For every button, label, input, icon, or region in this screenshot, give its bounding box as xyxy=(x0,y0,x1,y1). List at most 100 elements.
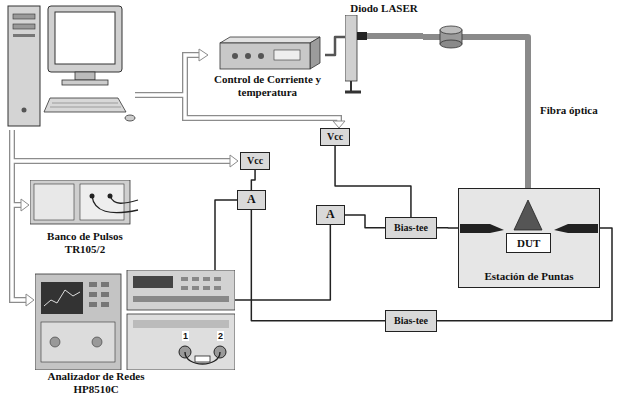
computer-illustration xyxy=(125,115,135,121)
amplifier-box-label: A xyxy=(326,208,335,222)
pulse-generator-illustration xyxy=(92,196,138,213)
cable-connector xyxy=(345,215,385,228)
network-analyzer-illustration xyxy=(50,337,60,347)
control-bus-arrow xyxy=(12,49,345,306)
bias-tee-box: Bias-tee xyxy=(385,310,437,332)
supply-box: Vcc xyxy=(240,152,270,170)
computer-illustration xyxy=(62,80,108,85)
fiber-spool xyxy=(440,40,462,48)
network-analyzer-illustration xyxy=(101,302,109,307)
cable-connector xyxy=(251,170,255,191)
network-analyzer-illustration xyxy=(44,290,80,306)
pulse-generator-illustration xyxy=(30,180,140,230)
current-temperature-controller-illustration xyxy=(210,35,325,73)
network-analyzer-illustration xyxy=(203,277,210,281)
supply-box-label: Vcc xyxy=(327,131,343,143)
amplifier-box-label: A xyxy=(247,193,256,207)
network-analyzer-illustration xyxy=(35,270,235,370)
pulse-generator-illustration xyxy=(110,196,138,203)
optical-fiber xyxy=(423,37,528,188)
computer-illustration xyxy=(44,98,126,112)
network-analyzer-illustration xyxy=(41,282,83,314)
computer-illustration xyxy=(55,12,115,64)
network-analyzer-illustration xyxy=(101,292,109,297)
controller-illustration xyxy=(258,53,264,59)
device-under-test-label: DUT xyxy=(517,237,540,249)
pulse-generator-illustration xyxy=(80,184,124,220)
cable-connector xyxy=(437,227,458,229)
fiber-spool xyxy=(440,26,462,48)
network-analyzer-illustration xyxy=(133,320,229,328)
cable-connector xyxy=(215,200,237,270)
network-analyzer-illustration xyxy=(127,314,235,370)
laser-mount-illustration xyxy=(367,33,423,39)
controller-illustration xyxy=(310,37,320,69)
computer-illustration xyxy=(48,6,122,72)
bias-tee-box: Bias-tee xyxy=(385,217,437,239)
controller-illustration xyxy=(210,35,325,73)
controller-illustration xyxy=(245,53,251,59)
network-analyzer-illustration xyxy=(89,282,97,287)
network-analyzer-illustration xyxy=(101,282,109,287)
probe-station-label: Estación de Puntas xyxy=(459,270,599,282)
network-analyzer-illustration xyxy=(127,270,235,310)
supply-box: Vcc xyxy=(320,128,350,146)
network-analyzer-illustration xyxy=(35,274,121,370)
laser-mount-illustration xyxy=(345,90,361,93)
computer-illustration xyxy=(8,6,135,126)
network-analyzer-illustration xyxy=(195,356,210,362)
network-analyzer-illustration xyxy=(214,286,221,290)
network-analyzer-illustration xyxy=(185,352,220,364)
computer-illustration xyxy=(13,24,35,29)
probe-station-illustration xyxy=(460,224,490,233)
pulse-generator-illustration xyxy=(30,180,140,230)
amplifier-box: A xyxy=(237,190,266,210)
pulse-generator-label: Banco de Pulsos TR105/2 xyxy=(30,230,140,255)
controller-illustration xyxy=(220,37,320,43)
network-analyzer-label: Analizador de Redes HP8510C xyxy=(35,370,157,395)
control-bus-arrow xyxy=(333,121,345,128)
network-analyzer-illustration xyxy=(92,337,102,347)
network-analyzer-illustration xyxy=(35,270,235,370)
network-analyzer-illustration xyxy=(89,302,97,307)
network-analyzer-illustration xyxy=(133,276,173,288)
edge-label: Fibra óptica xyxy=(538,104,604,117)
network-analyzer-illustration xyxy=(192,277,199,281)
computer-illustration xyxy=(8,6,40,126)
laser-mount-illustration xyxy=(345,15,357,81)
cable-connector xyxy=(235,225,330,300)
network-analyzer-illustration xyxy=(89,292,97,297)
port-number: 1 xyxy=(182,331,189,341)
probe-station-illustration xyxy=(514,200,542,230)
probe-station-illustration xyxy=(554,224,568,233)
bias-tee-box-label: Bias-tee xyxy=(394,315,428,327)
controller-illustration xyxy=(232,53,238,59)
probe-station: Estación de Puntas DUT xyxy=(458,188,600,288)
control-bus-arrow xyxy=(199,49,208,61)
current-temperature-controller-label: Control de Corriente y temperatura xyxy=(210,73,325,98)
device-under-test: DUT xyxy=(506,233,551,253)
network-analyzer-illustration xyxy=(181,286,188,290)
network-analyzer-illustration xyxy=(192,286,199,290)
fiber-spool xyxy=(440,26,462,34)
laser-diode: Diodo LASER xyxy=(345,2,423,95)
pulse-generator-illustration xyxy=(34,184,74,220)
cable-connector xyxy=(325,37,345,55)
controller-illustration xyxy=(274,50,300,60)
laser-mount-illustration xyxy=(345,15,423,95)
control-bus-arrow xyxy=(12,55,339,300)
probe-station-illustration xyxy=(490,224,504,233)
supply-box-label: Vcc xyxy=(247,155,263,167)
laser-diode-label: Diodo LASER xyxy=(345,2,423,15)
network-analyzer-illustration xyxy=(41,322,115,362)
network-analyzer-illustration xyxy=(203,286,210,290)
control-bus-arrow xyxy=(21,199,29,211)
network-analyzer-illustration xyxy=(133,296,229,302)
amplifier-box: A xyxy=(316,205,345,225)
network-analyzer: Analizador de Redes HP8510C xyxy=(35,270,235,395)
network-analyzer-illustration xyxy=(181,277,188,281)
cable-connector xyxy=(335,146,411,218)
cable-connector xyxy=(251,210,385,321)
laser-mount-illustration xyxy=(350,81,352,91)
laser-diode-illustration xyxy=(345,15,423,95)
